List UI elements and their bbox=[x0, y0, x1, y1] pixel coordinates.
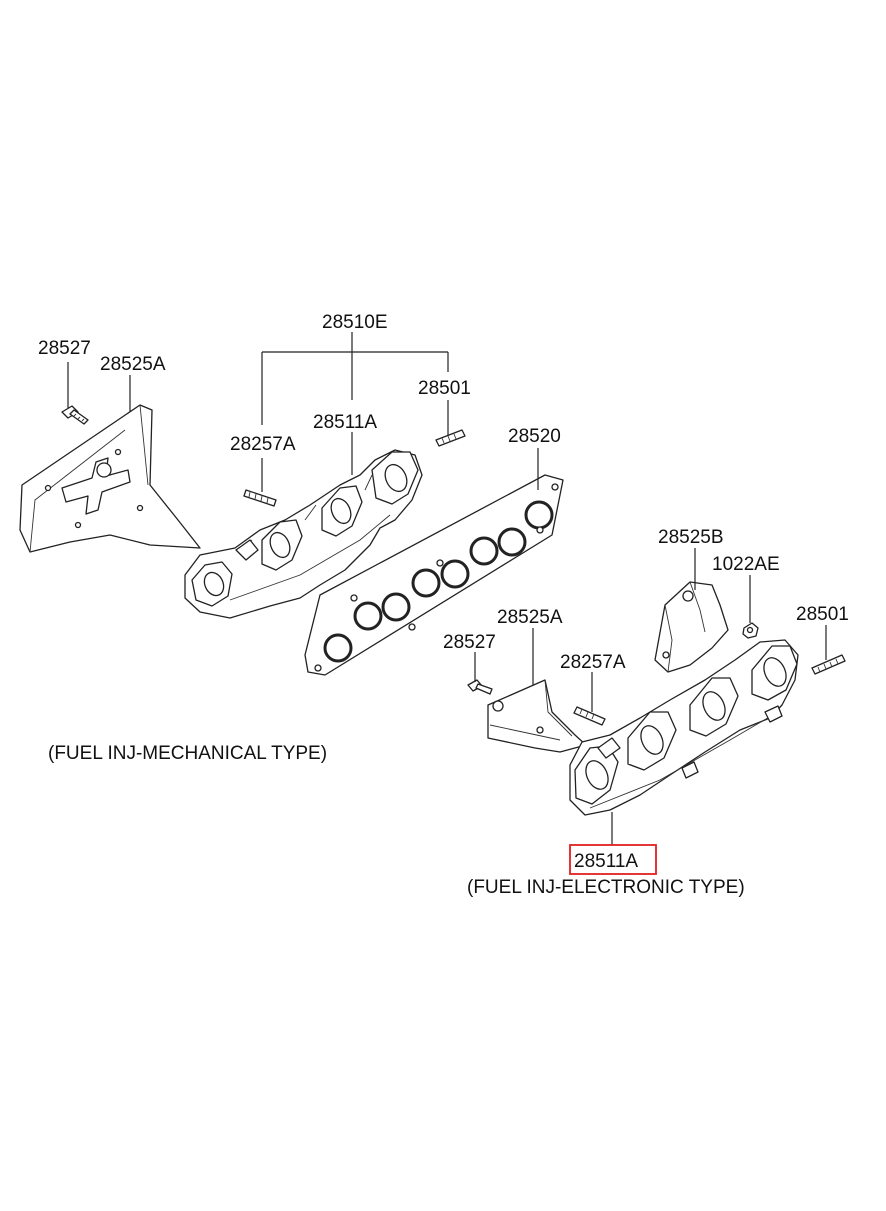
exhaust-manifold-right bbox=[569, 639, 799, 816]
label-28257A-left: 28257A bbox=[230, 434, 296, 455]
exhaust-manifold-left bbox=[184, 449, 423, 619]
label-28510E: 28510E bbox=[322, 312, 388, 333]
label-28511A-left: 28511A bbox=[313, 412, 377, 433]
label-28525A-right: 28525A bbox=[497, 607, 563, 628]
heat-shield-left bbox=[19, 404, 201, 553]
heat-shield-lower-right bbox=[487, 679, 587, 753]
label-28501-left: 28501 bbox=[418, 378, 471, 399]
gasket bbox=[304, 474, 564, 676]
label-28527-right: 28527 bbox=[443, 632, 496, 653]
label-28525A-left: 28525A bbox=[100, 354, 166, 375]
bolt-left bbox=[61, 405, 89, 425]
label-28257A-right: 28257A bbox=[560, 652, 626, 673]
highlight-box bbox=[569, 844, 657, 875]
label-28525B: 28525B bbox=[658, 527, 724, 548]
nut bbox=[742, 622, 759, 639]
heat-shield-upper-right bbox=[654, 581, 729, 673]
bolt-right bbox=[467, 679, 493, 695]
label-28511A-right[interactable]: 28511A bbox=[574, 851, 638, 872]
label-28520: 28520 bbox=[508, 426, 561, 447]
stud-left bbox=[243, 489, 277, 507]
stud-right-top bbox=[435, 429, 466, 447]
label-1022AE: 1022AE bbox=[712, 554, 780, 575]
label-28527-left: 28527 bbox=[38, 338, 91, 359]
caption-mechanical: (FUEL INJ-MECHANICAL TYPE) bbox=[48, 743, 327, 764]
leader-lines bbox=[67, 332, 827, 845]
label-28501-right: 28501 bbox=[796, 604, 849, 625]
stud-center bbox=[573, 706, 606, 726]
caption-electronic: (FUEL INJ-ELECTRONIC TYPE) bbox=[467, 877, 745, 898]
stud-right bbox=[811, 654, 846, 675]
